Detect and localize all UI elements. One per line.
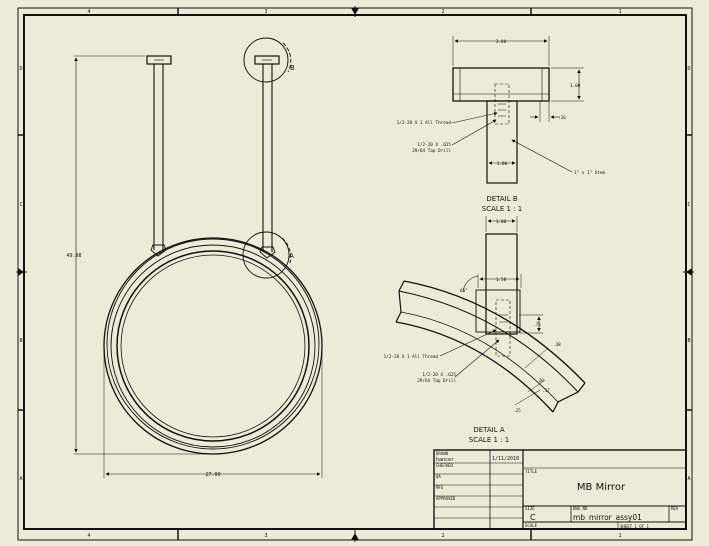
- tb-drawn-by: hancer: [436, 457, 454, 463]
- detail-a-dim-r4: .17: [542, 388, 550, 394]
- zone-bottom-4: 4: [87, 533, 90, 539]
- detail-a-circle: [242, 231, 290, 279]
- tb-title-label: TITLE: [525, 469, 538, 474]
- zone-bottom-3: 3: [264, 533, 267, 539]
- detail-a-note-thread: 1/2-20 X 1 All Thread: [384, 354, 439, 360]
- detail-a-scale: SCALE 1 : 1: [469, 436, 509, 444]
- detail-a-dim-r5: .25: [513, 408, 521, 414]
- tb-size: C: [530, 513, 536, 522]
- detail-b-note-tap-1: 1/2-20 X .625: [417, 142, 451, 148]
- tb-mfg-label: MFG: [436, 485, 444, 490]
- frame-segment-top: [403, 280, 586, 384]
- tb-title: MB Mirror: [577, 482, 626, 493]
- stem: [486, 100, 518, 184]
- tb-qa-label: QA: [436, 474, 441, 479]
- tb-checked-label: CHECKED: [436, 463, 453, 468]
- zone-right-b: B: [687, 338, 690, 344]
- right-rod-clip: [259, 246, 276, 259]
- detail-a-dim-top: 1.00: [496, 219, 507, 225]
- zone-right-a: A: [687, 476, 690, 482]
- centering-marks: [18, 8, 692, 540]
- zone-left-d: D: [19, 66, 22, 72]
- mirror-outer-ring: [103, 237, 323, 455]
- mount-plate: [452, 67, 550, 102]
- detail-b-note-tap-2: 29/64 Tap Drill: [412, 148, 451, 154]
- detail-a-dim-r1: .75: [533, 322, 541, 328]
- height-dimension-text: 49.98: [66, 253, 81, 259]
- main-view: [74, 37, 323, 478]
- zone-bottom-2: 2: [441, 533, 444, 539]
- outer-border: [17, 7, 693, 541]
- tb-rev-label: REV: [671, 506, 679, 511]
- callout-a-label: A: [289, 252, 294, 260]
- detail-a-dim-r3: .20: [536, 378, 544, 384]
- detail-b-dim-right: 1.00: [570, 83, 581, 89]
- tb-drawn-label: DRAWN: [436, 451, 449, 456]
- tb-approved-label: APPROVED: [436, 496, 456, 501]
- zone-top-4: 4: [87, 9, 90, 15]
- detail-a-note-tap-2: 29/64 Tap Drill: [417, 378, 456, 384]
- zone-right-d: D: [687, 66, 690, 72]
- tb-date: 1/11/2010: [492, 456, 519, 462]
- detail-b-circle: [243, 37, 289, 83]
- detail-a-view: [395, 216, 586, 413]
- left-ceiling-mount: [146, 55, 172, 65]
- width-dimension-text: 27.00: [205, 472, 220, 478]
- inner-border: [23, 14, 687, 530]
- right-ceiling-mount: [254, 55, 280, 65]
- zone-top-3: 3: [264, 9, 267, 15]
- detail-b-view: [451, 36, 584, 184]
- detail-b-title: DETAIL B: [486, 195, 518, 203]
- detail-b-note-stem: 1" x 1" Stem: [574, 170, 605, 176]
- detail-a-dim-mid: 1.50: [496, 277, 507, 283]
- threaded-insert: [494, 83, 510, 125]
- detail-b-dim-stem: 1.00: [497, 161, 508, 167]
- frame-segment-bottom: [395, 321, 554, 413]
- callout-b-label: B: [290, 64, 295, 72]
- detail-a-dim-r2: .38: [553, 342, 561, 348]
- zone-right-c: C: [687, 202, 690, 208]
- zone-ticks: [18, 8, 692, 540]
- detail-a-note-tap-1: 1/2-20 X .625: [422, 372, 456, 378]
- detail-a-dim-angle: 65°: [460, 288, 468, 294]
- tb-dwg-label: DWG NO: [573, 506, 588, 511]
- detail-a-title: DETAIL A: [473, 426, 505, 434]
- threaded-insert-a: [495, 299, 511, 357]
- detail-b-note-thread: 1/2-20 X 1 All Thread: [397, 120, 452, 126]
- tb-scale-label: SCALE: [525, 523, 538, 528]
- tb-dwg-no: mb_mirror_assy01: [573, 513, 642, 522]
- zone-bottom-1: 1: [618, 533, 621, 539]
- tb-sheet: SHEET 1 OF 1: [620, 524, 649, 529]
- zone-left-c: C: [19, 202, 22, 208]
- zone-top-1: 1: [618, 9, 621, 15]
- tb-size-label: SIZE: [525, 506, 535, 511]
- detail-b-scale: SCALE 1 : 1: [482, 205, 522, 213]
- mirror-inner-ring: [116, 250, 310, 442]
- detail-b-dim-small: .16: [558, 115, 566, 121]
- detail-b-dim-top: 3.00: [496, 39, 507, 45]
- zone-left-b: B: [19, 338, 22, 344]
- zone-top-2: 2: [441, 9, 444, 15]
- stem-block: [475, 289, 521, 333]
- zone-left-a: A: [19, 476, 22, 482]
- stem-a: [485, 233, 518, 335]
- title-block: [433, 449, 687, 530]
